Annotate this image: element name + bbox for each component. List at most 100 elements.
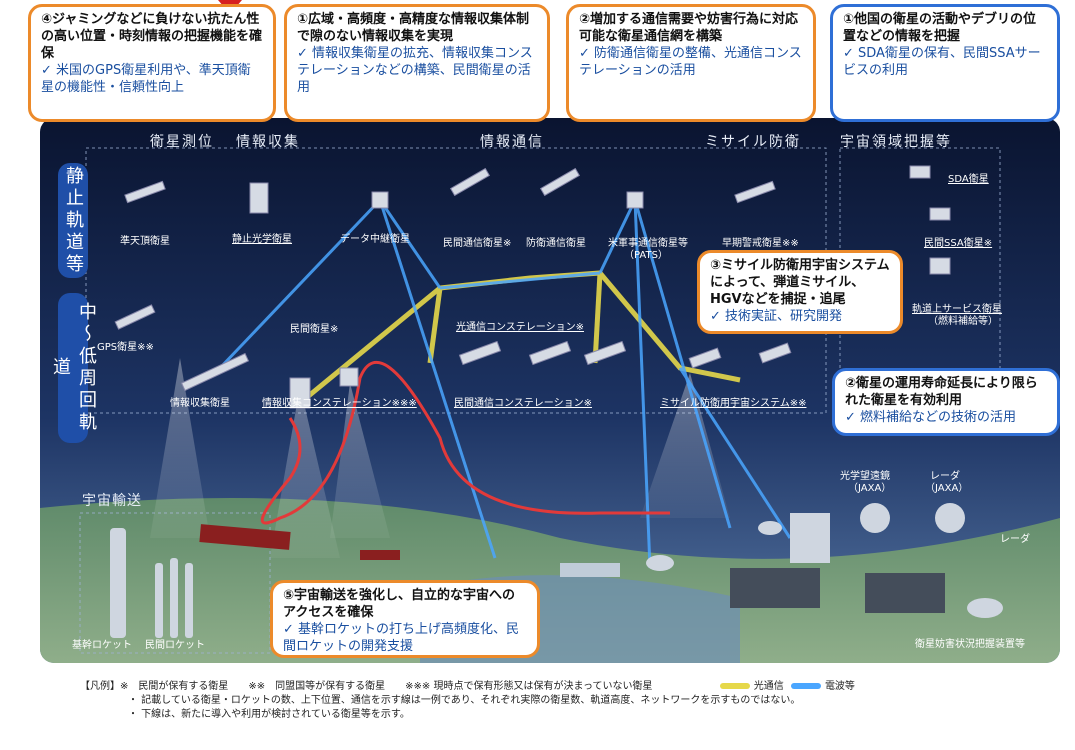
label-radar-jaxa-org: （JAXA） [925,483,969,494]
ssa-dish [967,598,1003,618]
label-igs: 情報収集衛星 [170,398,230,409]
label-us-hosted: 米軍事通信衛星等 [608,238,688,249]
radar-dome [935,503,965,533]
rocket-h [110,528,126,638]
legend-line1: 【凡例】※ 民間が保有する衛星 ※※ 同盟国等が保有する衛星 ※※※ 現時点で保… [80,681,653,692]
missile-track [260,360,670,525]
legend-radio-swatch [790,683,821,689]
legend-line2: ・ 記載している衛星・ロケットの数、上下位置、通信を示す線は一例であり、それぞれ… [128,695,801,706]
label-ssa-device: 衛星妨害状況把握装置等 [915,639,1025,650]
callout-transport-body: ✓ 基幹ロケットの打ち上げ高頻度化、民間ロケットの開発支援 [283,622,520,654]
label-civil-rocket: 民間ロケット [145,640,205,651]
orbit-leo-label: 中～低周回軌道 [50,293,97,443]
callout-sda-head: ①他国の衛星の活動やデブリの位置などの情報を把握 [843,12,1037,44]
jsdf-ship [560,563,620,577]
enemy-ship-2 [360,550,400,560]
category-positioning: 衛星測位 [150,134,214,150]
enemy-ship-1 [199,524,291,550]
label-qzss: 準天頂衛星 [120,236,170,247]
legend-optical: 光通信 [753,681,784,692]
callout-md-body: ✓ 技術実証、研究開発 [710,309,843,324]
telescope-dome [860,503,890,533]
callout-md: ③ミサイル防衛用宇宙システムによって、弾道ミサイル、HGVなどを捕捉・追尾 ✓ … [697,250,903,334]
rocket-civil-3 [185,563,193,638]
sat-intel-1 [289,377,311,409]
sat-oos [929,257,951,275]
label-geo-optical: 静止光学衛星 [232,234,292,245]
label-radar: レーダ [1000,534,1030,545]
label-civil-ssa: 民間SSA衛星※ [924,238,993,249]
callout-intel-body: ✓ 情報収集衛星の拡充、情報収集コンステレーションなどの構築、民間衛星の活用 [297,46,533,95]
label-pats: （PATS） [624,250,668,261]
category-missile-defense: ミサイル防衛 [705,134,801,150]
label-gps: GPS衛星※※ [97,342,154,353]
callout-pnt-head: ④ジャミングなどに負けない抗たん性の高い位置・時刻情報の把握機能を確保 [41,12,263,61]
ground-station-2 [865,573,945,613]
dish-2 [758,521,782,535]
label-optical-telescope: 光学望遠鏡 [840,471,890,482]
sat-relay [371,191,389,209]
callout-intel: ①広域・高頻度・高精度な情報収集体制で隙のない情報収集を実現 ✓ 情報収集衛星の… [284,4,550,122]
callout-md-head: ③ミサイル防衛用宇宙システムによって、弾道ミサイル、HGVなどを捕捉・追尾 [710,258,890,307]
label-early-warning: 早期警戒衛星※※ [722,238,799,249]
sat-defense-comm [539,167,581,197]
label-sda-sat: SDA衛星 [948,174,989,185]
ground-station-1 [730,568,820,608]
label-radar-jaxa: レーダ [930,471,960,482]
label-md-system: ミサイル防衛用宇宙システム※※ [660,398,807,409]
callout-life-extension-body: ✓ 燃料補給などの技術の活用 [845,410,1017,425]
sat-civil-comm [449,167,491,197]
sat-intel-2 [339,367,359,387]
label-optical-telescope-org: （JAXA） [848,483,892,494]
callout-sda-body: ✓ SDA衛星の保有、民間SSAサービスの利用 [843,46,1041,78]
frame-transport [79,512,271,654]
sat-us [626,191,644,209]
label-optical-constellation: 光通信コンステレーション※ [456,322,584,333]
sat-gps [114,304,156,330]
sat-qzss [124,180,166,204]
label-civil-sat: 民間衛星※ [290,324,339,335]
label-data-relay: データ中継衛星 [340,234,410,245]
callout-sda: ①他国の衛星の活動やデブリの位置などの情報を把握 ✓ SDA衛星の保有、民間SS… [830,4,1060,122]
label-intel-constellation: 情報収集コンステレーション※※※ [262,398,417,409]
callout-pnt: ④ジャミングなどに負けない抗たん性の高い位置・時刻情報の把握機能を確保 ✓ 米国… [28,4,276,122]
label-h-rocket: 基幹ロケット [72,640,132,651]
callout-intel-head: ①広域・高頻度・高精度な情報収集体制で隙のない情報収集を実現 [297,12,530,44]
building [790,513,830,563]
category-sda: 宇宙領域把握等 [840,134,952,150]
callout-comm-body: ✓ 防衛通信衛星の整備、光通信コンステレーションの活用 [579,46,802,78]
callout-comm: ②増加する通信需要や妨害行為に対応可能な衛星通信網を構築 ✓ 防衛通信衛星の整備… [566,4,816,122]
dish-1 [646,555,674,571]
label-civil-comm: 民間通信衛星※ [443,238,512,249]
sat-civil-const-2 [528,340,572,366]
category-comm: 情報通信 [480,134,544,150]
legend-line3: ・ 下線は、新たに導入や利用が検討されている衛星等を示す。 [128,709,410,720]
sat-md-2 [758,342,792,364]
sat-early-warning [734,180,776,204]
label-refuel: （燃料補給等） [928,316,998,327]
sat-civil-const-3 [583,340,627,366]
legend-radio: 電波等 [824,681,855,692]
rocket-civil-1 [155,563,163,638]
sat-sda [909,165,931,179]
category-intel: 情報収集 [236,134,300,150]
legend-optical-swatch [719,683,750,689]
sat-civil-const-1 [458,340,502,366]
sat-igs [180,352,250,392]
label-defense-comm: 防衛通信衛星 [526,238,586,249]
label-civil-comm-constellation: 民間通信コンステレーション※ [454,398,592,409]
sat-ssa [929,207,951,221]
legend: 【凡例】※ 民間が保有する衛星 ※※ 同盟国等が保有する衛星 ※※※ 現時点で保… [80,680,980,722]
rocket-civil-2 [170,558,178,638]
transport-label: 宇宙輸送 [82,493,142,509]
callout-life-extension-head: ②衛星の運用寿命延長により限られた衛星を有効利用 [845,376,1038,408]
callout-transport-head: ⑤宇宙輸送を強化し、自立的な宇宙へのアクセスを確保 [283,588,516,620]
label-on-orbit-service: 軌道上サービス衛星 [912,304,1002,315]
callout-pnt-body: ✓ 米国のGPS衛星利用や、準天頂衛星の機能性・信頼性向上 [41,63,251,95]
sat-geo-optical [249,182,269,214]
orbit-geo-label: 静止軌道等 [58,163,88,278]
callout-transport: ⑤宇宙輸送を強化し、自立的な宇宙へのアクセスを確保 ✓ 基幹ロケットの打ち上げ高… [270,580,540,658]
callout-comm-head: ②増加する通信需要や妨害行為に対応可能な衛星通信網を構築 [579,12,799,44]
sat-md-1 [688,347,722,369]
callout-life-extension: ②衛星の運用寿命延長により限られた衛星を有効利用 ✓ 燃料補給などの技術の活用 [832,368,1060,436]
